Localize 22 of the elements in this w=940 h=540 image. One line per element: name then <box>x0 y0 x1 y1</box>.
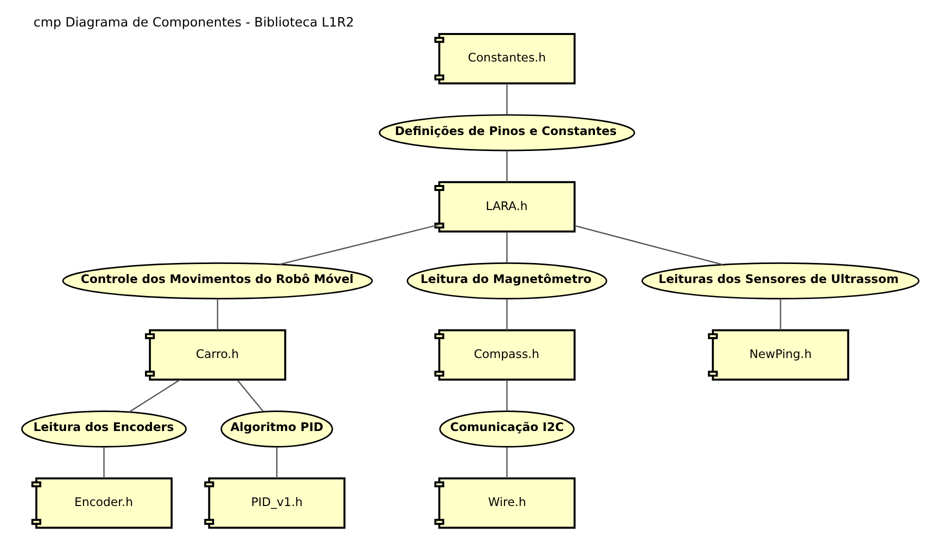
connector <box>506 84 508 115</box>
connector <box>128 379 180 413</box>
connector <box>574 225 722 266</box>
connector <box>506 447 508 478</box>
connector <box>506 380 508 411</box>
connector <box>506 150 508 182</box>
node-ellipse: Leituras dos Sensores de Ultrassom <box>641 262 920 300</box>
connector <box>278 224 439 266</box>
connector <box>276 447 277 478</box>
connector <box>506 298 508 330</box>
connector <box>216 298 218 330</box>
node-ellipse: Definições de Pinos e Constantes <box>378 114 635 152</box>
diagram-title: cmp Diagrama de Componentes - Biblioteca L1R2 <box>33 15 354 30</box>
node-ellipse: Algoritmo PID <box>220 410 333 448</box>
connector <box>506 232 508 263</box>
connector <box>779 298 781 330</box>
connector <box>236 380 264 412</box>
node-ellipse: Leitura do Magnetômetro <box>406 262 607 300</box>
connector <box>102 447 104 478</box>
node-ellipse: Leitura dos Encoders <box>20 410 186 448</box>
node-ellipse: Comunicação I2C <box>438 410 574 448</box>
node-ellipse: Controle dos Movimentos do Robô Móvel <box>62 262 372 300</box>
